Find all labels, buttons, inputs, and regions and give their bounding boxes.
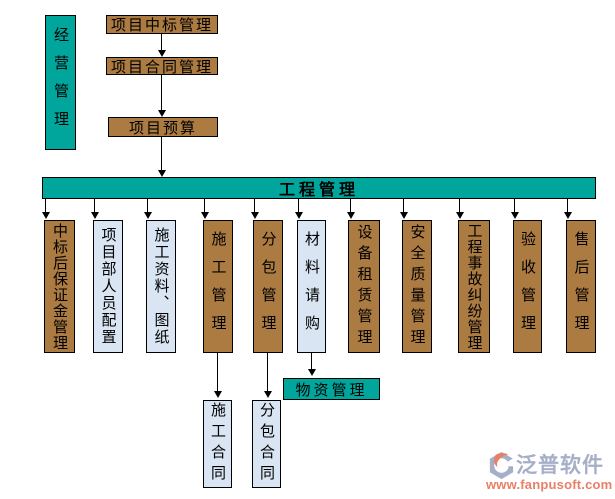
connector-line (567, 199, 568, 212)
arrow-down-icon (295, 212, 303, 219)
arrow-down-icon (251, 212, 259, 219)
node-construction-documents-drawings: 施工资料、图纸 (146, 220, 176, 353)
node-project-budget: 项目预算 (108, 117, 218, 137)
arrow-down-icon (158, 110, 166, 117)
arrow-down-icon (158, 50, 166, 57)
connector-line (459, 199, 460, 212)
arrow-down-icon (42, 212, 50, 219)
node-business-management: 经营管理 (45, 15, 76, 150)
connector-line (298, 199, 299, 212)
node-post-bid-deposit-management: 中标后保证金管理 (44, 220, 75, 353)
node-material-management: 物资管理 (283, 378, 380, 400)
node-construction-contract: 施工合同 (203, 400, 232, 488)
node-subcontract-management: 分包管理 (253, 220, 283, 353)
connector-line (514, 199, 515, 212)
fanpu-url-text: www.fanpusoft.com (486, 477, 613, 492)
arrow-down-icon (214, 391, 222, 398)
connector-line (403, 199, 404, 212)
node-material-requisition: 材料请购 (297, 220, 326, 353)
node-project-contract-management: 项目合同管理 (106, 57, 218, 76)
connector-line (147, 199, 148, 212)
arrow-down-icon (201, 212, 209, 219)
connector-line (161, 75, 162, 110)
arrow-down-icon (511, 212, 519, 219)
arrow-down-icon (264, 391, 272, 398)
arrow-down-icon (144, 212, 152, 219)
fanpu-brand-text: 泛普软件 (516, 454, 604, 477)
connector-line (217, 353, 218, 391)
connector-line (267, 353, 268, 391)
connector-line (161, 137, 162, 170)
node-acceptance-management: 验收管理 (513, 220, 542, 353)
node-project-dept-staffing: 项目部人员配置 (93, 220, 123, 353)
arrow-down-icon (91, 212, 99, 219)
connector-line (350, 199, 351, 212)
node-equipment-rental-management: 设备租赁管理 (348, 220, 380, 353)
connector-line (45, 199, 46, 212)
node-subcontract-contract: 分包合同 (252, 400, 281, 488)
connector-line (94, 199, 95, 212)
arrow-down-icon (564, 212, 572, 219)
arrow-down-icon (308, 369, 316, 376)
node-safety-quality-management: 安全质量管理 (402, 220, 432, 353)
connector-line (254, 199, 255, 212)
node-project-bid-management: 项目中标管理 (106, 15, 218, 34)
connector-line (311, 353, 312, 369)
connector-line (161, 34, 162, 50)
node-after-sales-management: 售后管理 (566, 220, 596, 353)
arrow-down-icon (158, 170, 166, 177)
arrow-down-icon (347, 212, 355, 219)
arrow-down-icon (400, 212, 408, 219)
connector-line (204, 199, 205, 212)
node-construction-management: 施工管理 (203, 220, 233, 353)
bar-engineering-management: 工程管理 (42, 177, 596, 199)
fanpu-logo-icon (486, 450, 517, 481)
node-accident-dispute-management: 工程事故纠纷管理 (458, 220, 490, 353)
arrow-down-icon (456, 212, 464, 219)
